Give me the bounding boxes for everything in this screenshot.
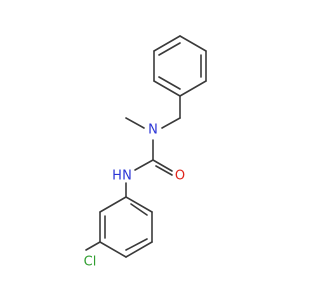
bond xyxy=(161,117,181,129)
double-bond-inner xyxy=(130,203,148,216)
bond xyxy=(99,241,127,258)
oxygen-atom-label: O xyxy=(175,169,185,184)
structural-formula: N O H N Cl xyxy=(84,35,207,270)
bond xyxy=(125,196,153,213)
double-bond-inner xyxy=(158,42,181,56)
double-bond-inner xyxy=(125,238,148,251)
bond xyxy=(179,80,207,97)
bond xyxy=(125,241,153,258)
bond xyxy=(153,80,181,97)
bond xyxy=(125,117,145,129)
double-bond-inner xyxy=(158,76,181,90)
nh-nitrogen-label: N xyxy=(122,169,132,184)
nh-hydrogen-label: H xyxy=(112,169,122,184)
carbonyl-bond xyxy=(155,165,173,176)
nitrogen-atom-label: N xyxy=(148,123,158,138)
bond xyxy=(85,241,101,251)
chlorophenyl-ring xyxy=(99,196,153,258)
bond xyxy=(99,196,127,213)
carbonyl-bond xyxy=(152,159,173,172)
bond xyxy=(179,35,207,52)
bond xyxy=(153,35,181,52)
chlorine-atom-label: Cl xyxy=(84,255,97,270)
bond xyxy=(134,159,154,171)
benzyl-ring xyxy=(153,35,207,97)
